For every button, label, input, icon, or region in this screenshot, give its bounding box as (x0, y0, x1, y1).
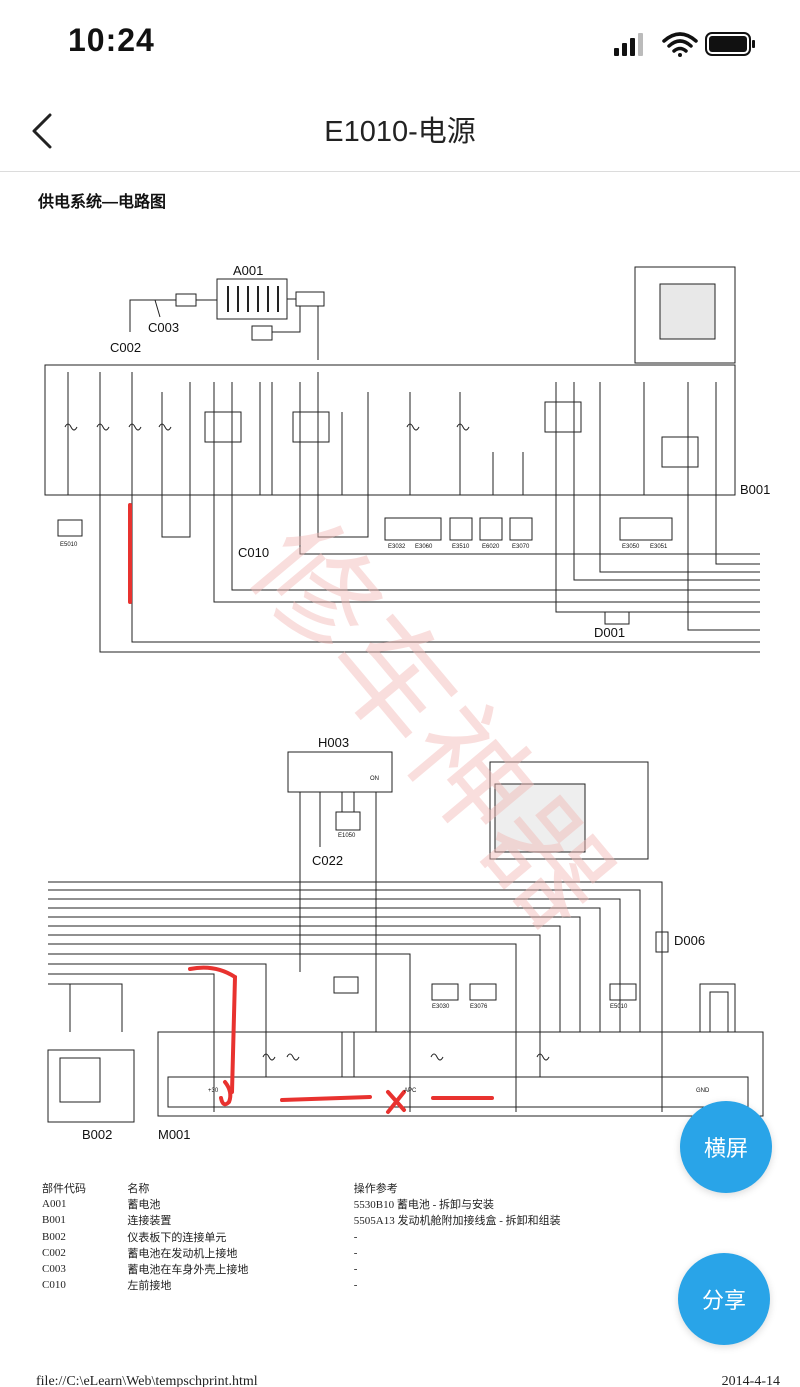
status-time: 10:24 (68, 22, 155, 58)
cell-code: A001 (42, 1198, 67, 1211)
document-view[interactable]: 供电系统—电路图 (0, 172, 800, 1387)
table-row: C010 左前接地 - (42, 1277, 602, 1293)
table-row: C002 蓄电池在发动机上接地 - (42, 1245, 602, 1261)
label-e3076: E3076 (470, 1004, 488, 1010)
parts-table-header: 部件代码 名称 操作参考 (42, 1180, 602, 1196)
footer-path: file://C:\eLearn\Web\tempschprint.html (36, 1374, 258, 1387)
cell-name: 蓄电池 (127, 1199, 161, 1212)
cell-code: B001 (42, 1214, 66, 1227)
table-row: C003 蓄电池在车身外壳上接地 - (42, 1261, 602, 1277)
cell-op: - (353, 1246, 358, 1259)
header-op: 操作参考 (353, 1183, 398, 1196)
label-e3051: E3051 (650, 544, 668, 550)
cell-name: 蓄电池在车身外壳上接地 (127, 1264, 249, 1277)
nav-header: E1010-电源 (0, 90, 800, 172)
cell-op: - (353, 1263, 358, 1276)
label-d006: D006 (674, 933, 705, 948)
label-c003: C003 (148, 320, 179, 335)
footer-date: 2014-4-14 (721, 1374, 780, 1387)
cell-code: B002 (42, 1230, 66, 1243)
label-e3032: E3032 (388, 544, 406, 550)
cell-code: C003 (42, 1263, 66, 1276)
label-apc: APC (404, 1088, 417, 1094)
label-e3070: E3070 (512, 544, 530, 550)
label-b001: B001 (740, 482, 770, 497)
cell-code: C002 (42, 1246, 66, 1259)
table-row: B001 连接装置 5505A13 发动机舱附加接线盒 - 拆卸和组装 (42, 1212, 602, 1228)
status-bar: 10:24 (0, 0, 800, 90)
share-button[interactable]: 分享 (678, 1253, 770, 1345)
cell-op: 5505A13 发动机舱附加接线盒 - 拆卸和组装 (353, 1215, 561, 1228)
page-title: E1010-电源 (324, 116, 476, 148)
cell-name: 左前接地 (127, 1280, 172, 1293)
document-heading: 供电系统—电路图 (38, 194, 167, 211)
label-plus30: +30 (208, 1088, 219, 1094)
label-c010: C010 (238, 545, 269, 560)
label-e3510: E3510 (452, 544, 470, 550)
label-e3030: E3030 (432, 1004, 450, 1010)
wiring-diagram-svg: 修车神器 A001 C003 C002 B001 C010 D001 H003 … (44, 263, 770, 1142)
watermark-text: 修车神器 (226, 499, 637, 953)
label-e3060: E3060 (415, 544, 433, 550)
label-c002: C002 (110, 340, 141, 355)
red-annotation-marks (128, 503, 494, 1114)
b002-box (47, 1049, 135, 1123)
label-e5010-top: E5010 (60, 542, 78, 548)
header-code: 部件代码 (42, 1183, 86, 1196)
wiring-diagram: 修车神器 A001 C003 C002 B001 C010 D001 H003 … (0, 232, 800, 1232)
label-e1050: E1050 (338, 833, 356, 839)
label-e3050: E3050 (622, 544, 640, 550)
wifi-icon (662, 32, 698, 57)
battery-icon (705, 32, 755, 56)
label-gnd: GND (696, 1088, 710, 1094)
signal-icon (614, 33, 643, 56)
label-m001: M001 (158, 1127, 191, 1142)
label-b002: B002 (82, 1127, 112, 1142)
label-e6020: E6020 (482, 544, 500, 550)
header-name: 名称 (127, 1183, 150, 1196)
h003-box (287, 751, 393, 793)
cell-op: - (353, 1230, 358, 1243)
label-c022: C022 (312, 853, 343, 868)
table-row: A001 蓄电池 5530B10 蓄电池 - 拆卸与安装 (42, 1196, 602, 1212)
label-d001: D001 (594, 625, 625, 640)
m001-box (157, 1031, 764, 1117)
label-a001: A001 (233, 263, 263, 278)
label-on: ON (370, 776, 379, 782)
cell-op: 5530B10 蓄电池 - 拆卸与安装 (353, 1199, 495, 1212)
cell-op: - (353, 1279, 358, 1292)
cell-code: C010 (42, 1279, 66, 1292)
status-icons (610, 28, 760, 60)
b001-box (44, 364, 736, 496)
parts-table: 部件代码 名称 操作参考 A001 蓄电池 5530B10 蓄电池 - 拆卸与安… (42, 1180, 602, 1293)
landscape-button[interactable]: 横屏 (680, 1101, 772, 1193)
back-button[interactable] (22, 106, 62, 156)
label-e5010-bottom: E5010 (610, 1004, 628, 1010)
cell-name: 仪表板下的连接单元 (127, 1231, 227, 1244)
label-h003: H003 (318, 735, 349, 750)
cell-name: 连接装置 (127, 1215, 172, 1228)
cell-name: 蓄电池在发动机上接地 (127, 1247, 238, 1260)
chevron-left-icon (32, 113, 52, 149)
table-row: B002 仪表板下的连接单元 - (42, 1229, 602, 1245)
